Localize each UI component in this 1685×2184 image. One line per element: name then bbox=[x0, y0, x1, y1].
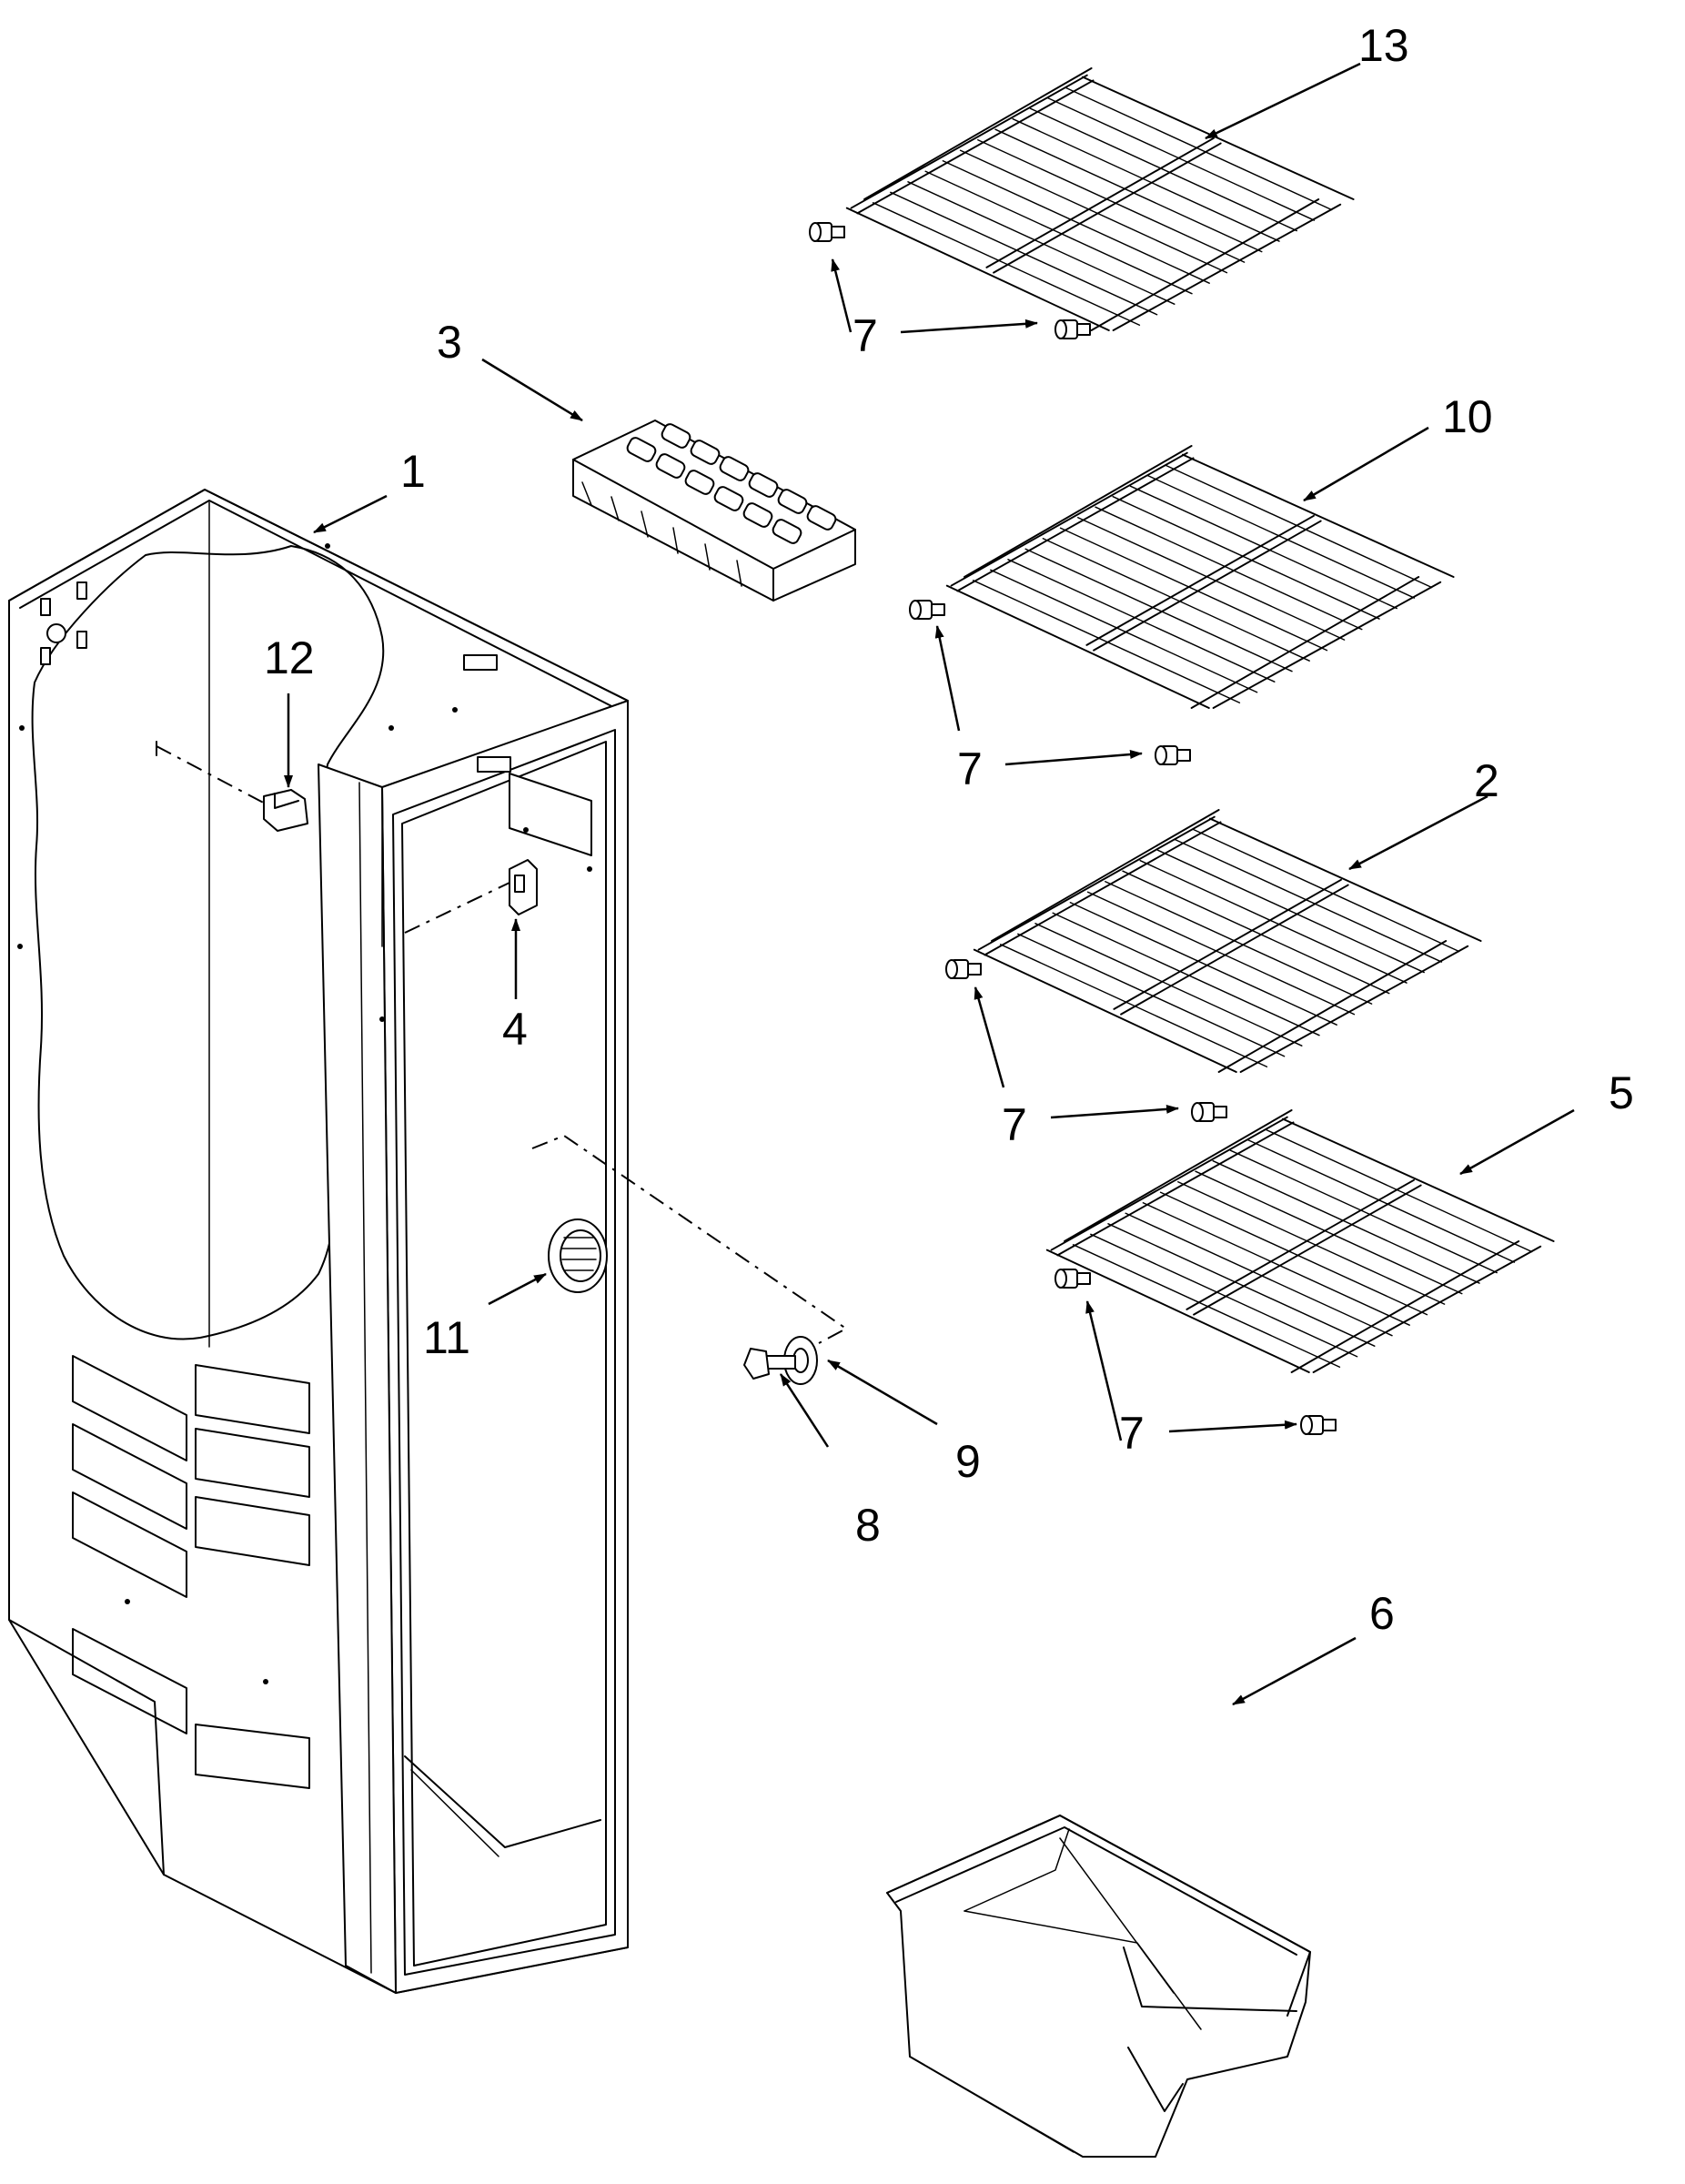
callout-13: 13 bbox=[1358, 20, 1409, 71]
shelf-13-icon bbox=[809, 67, 1355, 339]
callout-7-shelf5: 7 bbox=[1119, 1408, 1145, 1459]
callout-6: 6 bbox=[1369, 1588, 1395, 1639]
light-switch-icon bbox=[404, 859, 538, 934]
callout-2: 2 bbox=[1474, 755, 1499, 806]
callout-10: 10 bbox=[1442, 391, 1493, 442]
callout-arrows bbox=[284, 62, 1575, 1706]
callout-11: 11 bbox=[423, 1312, 470, 1363]
storage-bin-icon bbox=[886, 1815, 1311, 2158]
shelf-5-icon bbox=[1045, 1109, 1555, 1435]
callout-7-shelf10: 7 bbox=[957, 743, 983, 794]
callout-3: 3 bbox=[437, 317, 462, 368]
freezer-liner-icon bbox=[8, 489, 629, 1994]
callout-9: 9 bbox=[955, 1436, 981, 1487]
clip-icon bbox=[156, 741, 308, 832]
ice-cube-tray-icon bbox=[572, 420, 856, 602]
shelf-2-icon bbox=[945, 809, 1482, 1122]
callout-12: 12 bbox=[264, 632, 315, 683]
control-knob-icon bbox=[548, 1218, 608, 1293]
callout-4: 4 bbox=[502, 1004, 528, 1055]
callout-5: 5 bbox=[1609, 1067, 1634, 1118]
callout-8: 8 bbox=[855, 1500, 881, 1551]
callout-7-shelf2: 7 bbox=[1002, 1099, 1027, 1150]
shelf-10-icon bbox=[909, 445, 1455, 765]
callout-1: 1 bbox=[400, 446, 426, 497]
screw-washer-icon bbox=[531, 1134, 848, 1385]
callout-7-shelf13: 7 bbox=[853, 310, 878, 361]
callout-labels: 1 2 3 4 5 6 7 7 7 7 8 9 10 11 12 13 bbox=[264, 20, 1634, 1639]
